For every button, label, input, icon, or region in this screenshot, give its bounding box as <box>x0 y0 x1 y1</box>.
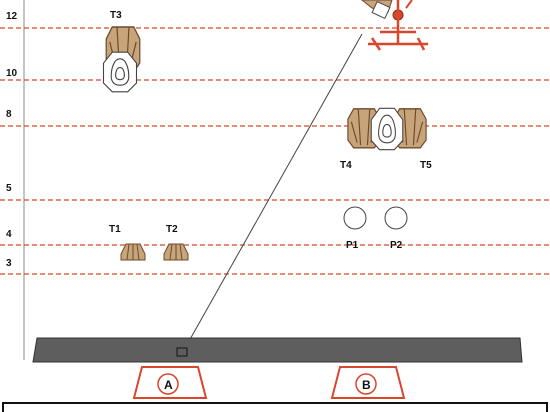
steel-popper-icon <box>120 243 146 261</box>
box-label-a: A <box>164 378 173 392</box>
start-marker-icon <box>176 347 188 357</box>
distance-label-3: 3 <box>6 258 12 269</box>
shooting-box-b: B <box>330 366 406 399</box>
bottom-description-panel <box>2 402 548 412</box>
distance-label-5: 5 <box>6 183 12 194</box>
paper-plate-p1-icon <box>343 206 367 230</box>
target-t4-t5-group: T4 T5 <box>340 107 432 171</box>
target-label-t2: T2 <box>166 224 178 235</box>
target-label-t1: T1 <box>109 224 121 235</box>
paper-target-icon <box>102 51 138 93</box>
distance-label-8: 8 <box>6 109 12 120</box>
paper-target-icon <box>370 107 404 151</box>
distance-label-12: 12 <box>6 11 18 22</box>
swinger-target-icon <box>361 0 428 51</box>
target-label-p2: P2 <box>390 240 403 251</box>
target-t3-group: T3 <box>102 10 141 93</box>
distance-label-10: 10 <box>6 68 18 79</box>
distance-label-4: 4 <box>6 229 12 240</box>
target-label-p1: P1 <box>346 240 359 251</box>
target-label-t3: T3 <box>110 10 122 21</box>
box-label-b: B <box>362 378 371 392</box>
target-p1-p2-group: P1 P2 <box>343 206 408 251</box>
target-t1-t2-group: T1 T2 <box>109 224 189 261</box>
activation-cable-line <box>183 33 363 351</box>
shooting-line-bar <box>32 337 523 363</box>
distance-lines: 12 10 8 5 4 3 <box>0 11 550 275</box>
target-label-t5: T5 <box>420 160 432 171</box>
target-label-t4: T4 <box>340 160 352 171</box>
steel-popper-icon <box>163 243 189 261</box>
shooting-box-a: A <box>132 366 208 399</box>
paper-plate-p2-icon <box>384 206 408 230</box>
